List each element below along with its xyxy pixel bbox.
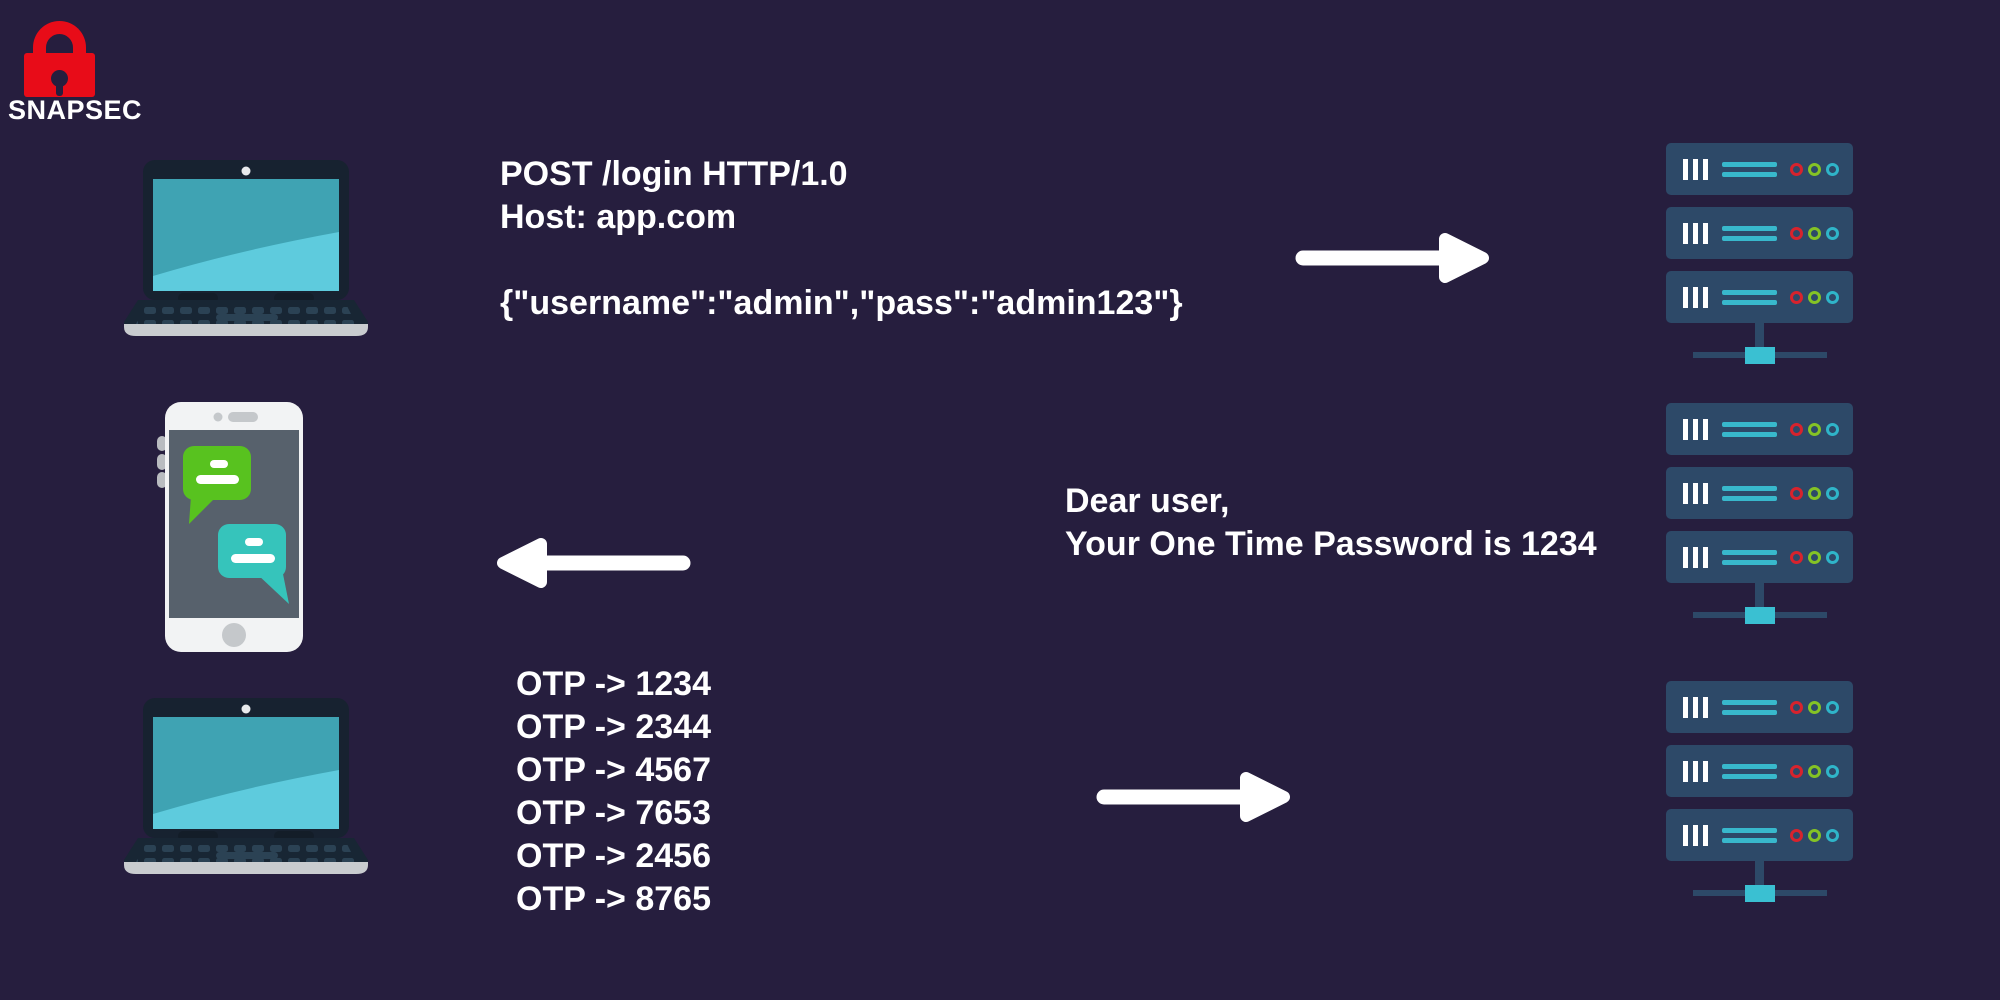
server-unit bbox=[1666, 143, 1853, 195]
server-leds bbox=[1790, 162, 1839, 176]
network-connector bbox=[1666, 583, 1856, 627]
server-vents bbox=[1683, 222, 1708, 244]
server-vents bbox=[1683, 482, 1708, 504]
keyhole-icon bbox=[51, 70, 68, 87]
server-leds bbox=[1790, 486, 1839, 500]
request-arrow-right-icon bbox=[1295, 233, 1489, 283]
lock-icon-body bbox=[24, 53, 95, 97]
server-stack-icon bbox=[1666, 403, 1856, 627]
network-node bbox=[1745, 347, 1775, 364]
server-vents bbox=[1683, 286, 1708, 308]
server-unit bbox=[1666, 271, 1853, 323]
sms-arrow-left-icon bbox=[497, 538, 691, 588]
keyhole-stem bbox=[56, 81, 63, 96]
chat-bubble-icon bbox=[218, 524, 289, 604]
network-node bbox=[1745, 885, 1775, 902]
server-leds bbox=[1790, 422, 1839, 436]
server-stack-icon bbox=[1666, 143, 1856, 367]
server-unit bbox=[1666, 403, 1853, 455]
server-stack-icon bbox=[1666, 681, 1856, 905]
victim-laptop-icon bbox=[122, 158, 370, 340]
smartphone-icon bbox=[157, 402, 303, 652]
server-drives bbox=[1722, 225, 1777, 241]
otp-attempt: OTP -> 1234 bbox=[516, 665, 711, 703]
http-host-line: Host: app.com bbox=[500, 198, 737, 236]
server-leds bbox=[1790, 290, 1839, 304]
server-drives bbox=[1722, 763, 1777, 779]
server-drives bbox=[1722, 289, 1777, 305]
server-leds bbox=[1790, 700, 1839, 714]
server-drives bbox=[1722, 827, 1777, 843]
smartphone-icon bbox=[155, 402, 305, 654]
sms-line-1: Dear user, bbox=[1065, 482, 1230, 520]
otp-arrow-right-icon bbox=[1096, 772, 1290, 822]
server-leds bbox=[1790, 226, 1839, 240]
otp-attempt: OTP -> 7653 bbox=[516, 794, 711, 832]
brand-logo: SNAPSEC bbox=[0, 0, 180, 140]
brand-name: SNAPSEC bbox=[8, 95, 143, 125]
server-unit bbox=[1666, 809, 1853, 861]
server-unit bbox=[1666, 745, 1853, 797]
server-vents bbox=[1683, 546, 1708, 568]
http-request-text: POST /login HTTP/1.0 Host: app.com {"use… bbox=[500, 153, 1183, 325]
server-unit bbox=[1666, 467, 1853, 519]
sms-line-2: Your One Time Password is 1234 bbox=[1065, 525, 1597, 563]
sms-message-text: Dear user, Your One Time Password is 123… bbox=[1065, 480, 1597, 566]
server-leds bbox=[1790, 828, 1839, 842]
http-request-line: POST /login HTTP/1.0 bbox=[500, 155, 848, 193]
server-drives bbox=[1722, 549, 1777, 565]
otp-attempt: OTP -> 4567 bbox=[516, 751, 711, 789]
server-vents bbox=[1683, 418, 1708, 440]
server-unit bbox=[1666, 681, 1853, 733]
server-drives bbox=[1722, 485, 1777, 501]
server-vents bbox=[1683, 824, 1708, 846]
otp-attempt: OTP -> 2456 bbox=[516, 837, 711, 875]
server-drives bbox=[1722, 699, 1777, 715]
laptop-icon bbox=[124, 160, 368, 336]
laptop-icon bbox=[124, 698, 368, 874]
otp-attempt: OTP -> 8765 bbox=[516, 880, 711, 918]
otp-attempt: OTP -> 2344 bbox=[516, 708, 711, 746]
server-unit bbox=[1666, 531, 1853, 583]
server-vents bbox=[1683, 158, 1708, 180]
network-connector bbox=[1666, 861, 1856, 905]
attacker-laptop-icon bbox=[122, 696, 370, 878]
server-unit bbox=[1666, 207, 1853, 259]
server-drives bbox=[1722, 161, 1777, 177]
network-connector bbox=[1666, 323, 1856, 367]
spacer bbox=[500, 239, 1183, 282]
network-node bbox=[1745, 607, 1775, 624]
otp-attempts-list: OTP -> 1234 OTP -> 2344 OTP -> 4567 OTP … bbox=[516, 663, 711, 921]
server-vents bbox=[1683, 760, 1708, 782]
chat-bubble-icon bbox=[183, 446, 251, 524]
server-leds bbox=[1790, 550, 1839, 564]
server-leds bbox=[1790, 764, 1839, 778]
http-body-line: {"username":"admin","pass":"admin123"} bbox=[500, 284, 1183, 322]
server-drives bbox=[1722, 421, 1777, 437]
server-vents bbox=[1683, 696, 1708, 718]
